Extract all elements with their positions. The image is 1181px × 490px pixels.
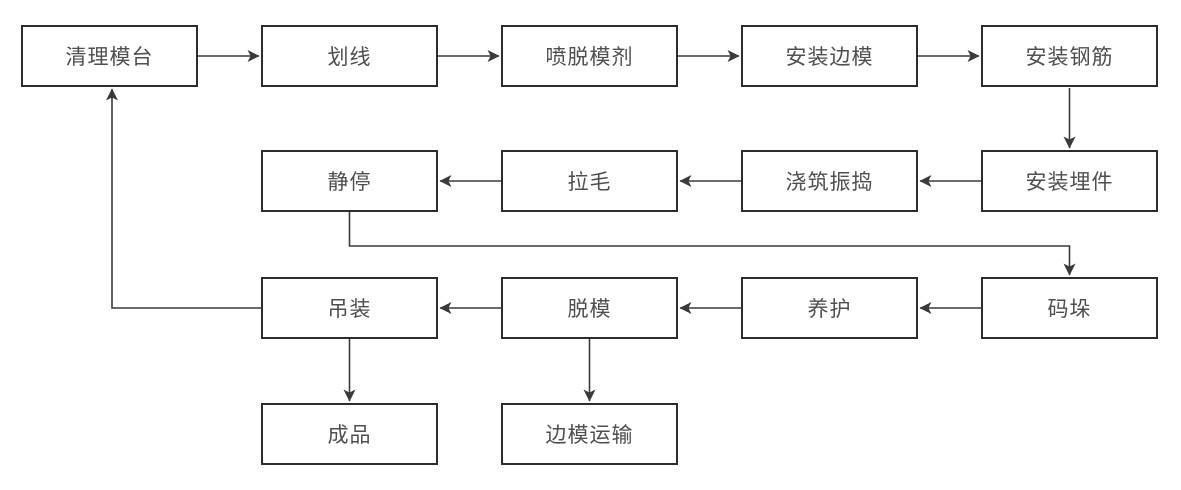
- node-lamao: 拉毛: [501, 150, 678, 212]
- node-label: 静停: [327, 171, 372, 194]
- node-label: 脱模: [567, 298, 612, 321]
- node-chengpin: 成品: [261, 403, 438, 465]
- node-label: 养护: [807, 298, 852, 321]
- node-yanghu: 养护: [741, 277, 918, 339]
- node-tuomo: 脱模: [501, 277, 678, 339]
- node-label: 划线: [327, 46, 372, 69]
- node-qingli-motai: 清理模台: [21, 25, 198, 87]
- node-maduo: 码垛: [981, 277, 1158, 339]
- node-label: 安装钢筋: [1025, 46, 1114, 69]
- node-label: 成品: [327, 424, 372, 447]
- arrow-jingting-to-maduo: [348, 212, 1076, 276]
- node-pen-tuomoji: 喷脱模剂: [501, 25, 678, 87]
- node-jingting: 静停: [261, 150, 438, 212]
- node-anzhuang-bianmo: 安装边模: [741, 25, 918, 87]
- node-label: 边模运输: [545, 424, 634, 447]
- node-label: 清理模台: [65, 46, 154, 69]
- node-bianmo-yunshu: 边模运输: [501, 403, 678, 465]
- arrow-diaozhuang-to-qingli-loop: [105, 88, 261, 309]
- node-label: 喷脱模剂: [545, 46, 634, 69]
- node-label: 安装埋件: [1025, 171, 1114, 194]
- node-anzhuang-gangjin: 安装钢筋: [981, 25, 1158, 87]
- node-label: 码垛: [1047, 298, 1092, 321]
- node-label: 吊装: [327, 298, 372, 321]
- node-jiaozhu-zhendao: 浇筑振捣: [741, 150, 918, 212]
- node-label: 拉毛: [567, 171, 612, 194]
- node-huaxian: 划线: [261, 25, 438, 87]
- node-anzhuang-maijian: 安装埋件: [981, 150, 1158, 212]
- node-label: 浇筑振捣: [785, 171, 874, 194]
- node-label: 安装边模: [785, 46, 874, 69]
- node-diaozhuang: 吊装: [261, 277, 438, 339]
